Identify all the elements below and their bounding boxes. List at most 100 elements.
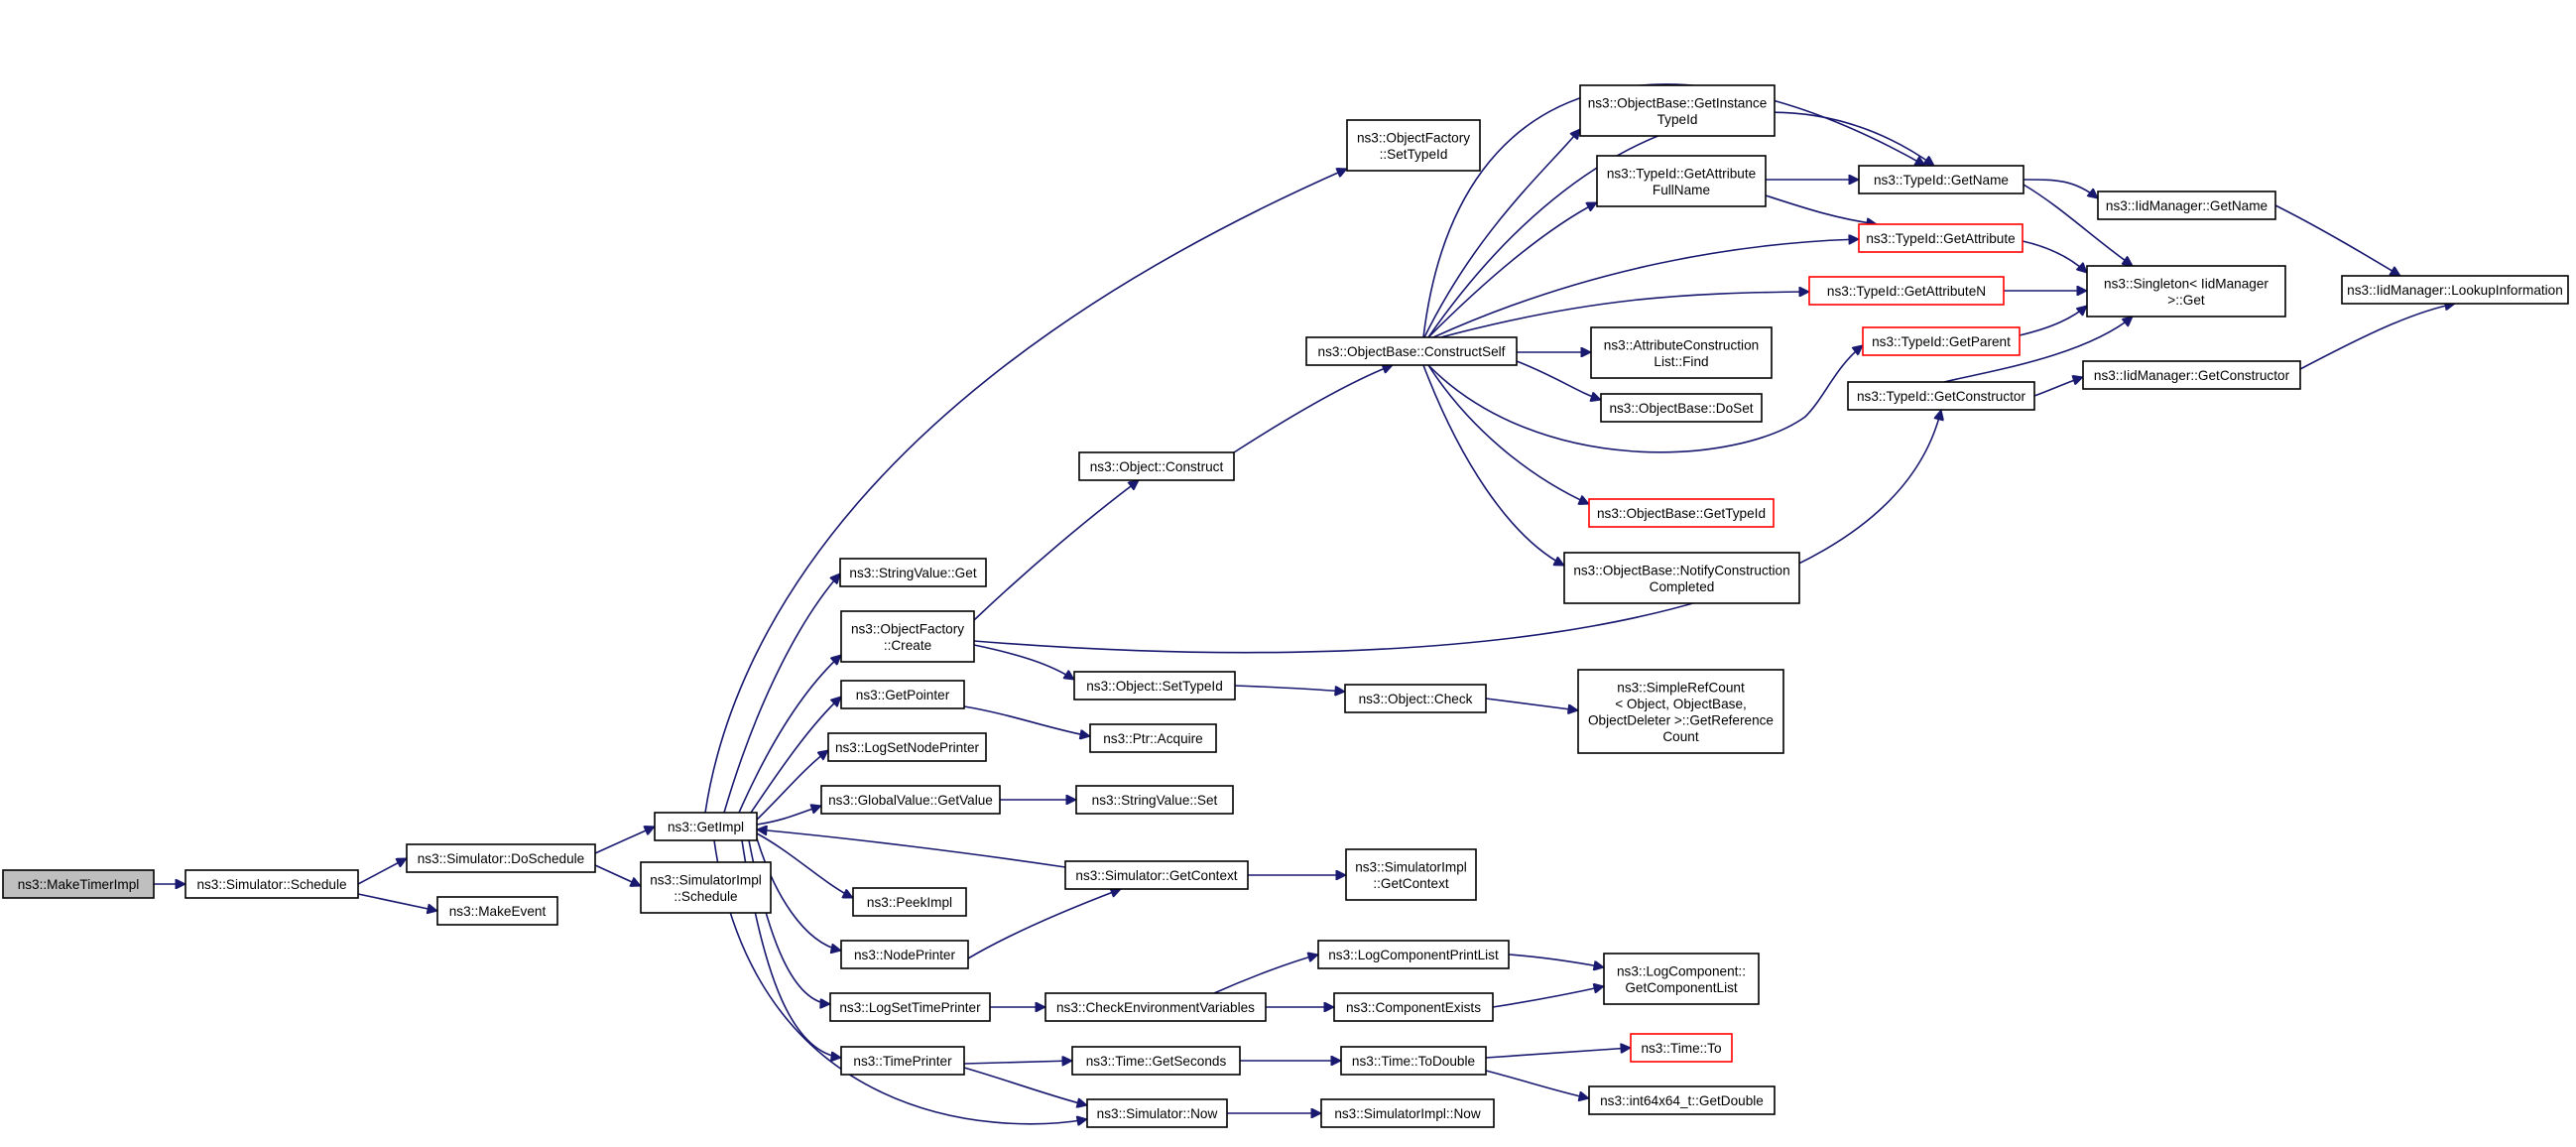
node-ns3-logcomponent-getcomponentlist[interactable]: ns3::LogComponent::GetComponentList — [1603, 953, 1760, 1005]
node-label: ns3::StringValue::Set — [1092, 793, 1218, 808]
node-ns3-objectbase-gettypeid[interactable]: ns3::ObjectBase::GetTypeId — [1588, 498, 1775, 528]
node-ns3-simplerefcount-object-objectbase-objectdeleter-getreferencecount[interactable]: ns3::SimpleRefCount< Object, ObjectBase,… — [1577, 669, 1784, 754]
node-ns3-simulatorimpl-now[interactable]: ns3::SimulatorImpl::Now — [1320, 1098, 1495, 1128]
edge-n8-n45 — [973, 410, 1941, 654]
node-label: ns3::ObjectFactory — [851, 621, 964, 636]
node-ns3-singleton-iidmanager-get[interactable]: ns3::Singleton< IidManager>::Get — [2086, 265, 2286, 318]
edge-n24-n42 — [1432, 239, 1859, 338]
node-ns3-simulator-doschedule[interactable]: ns3::Simulator::DoSchedule — [406, 843, 596, 873]
node-label: ns3::Time::To — [1641, 1041, 1721, 1056]
node-label: ns3::Time::ToDouble — [1352, 1054, 1475, 1069]
node-ns3-object-construct[interactable]: ns3::Object::Construct — [1078, 451, 1235, 481]
node-ns3-makeevent[interactable]: ns3::MakeEvent — [436, 896, 558, 926]
node-label: ns3::SimulatorImpl — [650, 872, 762, 887]
node-box — [2086, 265, 2286, 318]
node-ns3-simulator-schedule[interactable]: ns3::Simulator::Schedule — [184, 869, 359, 899]
node-box — [640, 861, 772, 914]
node-ns3-typeid-getname[interactable]: ns3::TypeId::GetName — [1858, 165, 2024, 194]
node-ns3-getimpl[interactable]: ns3::GetImpl — [654, 812, 758, 841]
node-label: ns3::ComponentExists — [1346, 1000, 1481, 1015]
node-box — [1808, 276, 2005, 306]
node-ns3-simulator-getcontext[interactable]: ns3::Simulator::GetContext — [1064, 860, 1249, 890]
edge-n24-n31 — [1423, 129, 1580, 338]
node-box — [2, 869, 155, 899]
node-box — [1344, 684, 1487, 713]
edge-n27-n38 — [1508, 954, 1604, 967]
node-ns3-stringvalue-set[interactable]: ns3::StringValue::Set — [1075, 785, 1234, 815]
edge-n25-n37 — [1485, 698, 1578, 710]
node-ns3-iidmanager-getconstructor[interactable]: ns3::IidManager::GetConstructor — [2082, 360, 2301, 390]
node-ns3-globalvalue-getvalue[interactable]: ns3::GlobalValue::GetValue — [820, 785, 1001, 815]
node-ns3-object-settypeid[interactable]: ns3::Object::SetTypeId — [1073, 671, 1236, 701]
node-label: ns3::Object::SetTypeId — [1086, 679, 1223, 694]
node-box — [1603, 953, 1760, 1005]
node-ns3-logcomponentprintlist[interactable]: ns3::LogComponentPrintList — [1317, 940, 1510, 969]
node-ns3-time-to[interactable]: ns3::Time::To — [1630, 1033, 1733, 1063]
node-ns3-simulator-now[interactable]: ns3::Simulator::Now — [1086, 1098, 1228, 1128]
node-box — [829, 992, 991, 1022]
node-ns3-iidmanager-lookupinformation[interactable]: ns3::IidManager::LookupInformation — [2341, 275, 2569, 305]
node-ns3-objectbase-doset[interactable]: ns3::ObjectBase::DoSet — [1600, 393, 1763, 423]
node-box — [406, 843, 596, 873]
edge-n1-n3 — [357, 893, 437, 911]
node-ns3-stringvalue-get[interactable]: ns3::StringValue::Get — [839, 558, 987, 587]
node-label: ns3::Object::Check — [1359, 692, 1473, 706]
edge-n15-n23 — [963, 1067, 1087, 1105]
node-box — [2097, 191, 2276, 220]
node-ns3-ptr-acquire[interactable]: ns3::Ptr::Acquire — [1089, 723, 1217, 753]
node-box — [1588, 1085, 1776, 1115]
node-box — [654, 812, 758, 841]
node-ns3-objectbase-notifyconstructioncompleted[interactable]: ns3::ObjectBase::NotifyConstructionCompl… — [1563, 552, 1800, 604]
node-ns3-time-getseconds[interactable]: ns3::Time::GetSeconds — [1071, 1046, 1241, 1076]
edge-n1-n2 — [357, 857, 407, 885]
node-ns3-simulatorimpl-getcontext[interactable]: ns3::SimulatorImpl::GetContext — [1345, 848, 1477, 901]
node-ns3-objectfactory-create[interactable]: ns3::ObjectFactory::Create — [840, 610, 975, 663]
node-box — [1596, 155, 1767, 207]
node-box — [1317, 940, 1510, 969]
node-ns3-iidmanager-getname[interactable]: ns3::IidManager::GetName — [2097, 191, 2276, 220]
node-label: ns3::IidManager::LookupInformation — [2347, 283, 2563, 298]
node-box — [1577, 669, 1784, 754]
edge-n24-n34 — [1516, 360, 1601, 400]
node-ns3-timeprinter[interactable]: ns3::TimePrinter — [840, 1046, 965, 1076]
node-label: Completed — [1650, 579, 1715, 594]
node-ns3-object-check[interactable]: ns3::Object::Check — [1344, 684, 1487, 713]
node-label: ns3::CheckEnvironmentVariables — [1056, 1000, 1255, 1015]
node-ns3-simulatorimpl-schedule[interactable]: ns3::SimulatorImpl::Schedule — [640, 861, 772, 914]
node-ns3-peekimpl[interactable]: ns3::PeekImpl — [852, 887, 967, 917]
node-box — [2082, 360, 2301, 390]
node-label: ns3::StringValue::Get — [849, 566, 976, 580]
node-box — [1078, 451, 1235, 481]
edge-n47-n49 — [2274, 204, 2400, 277]
node-ns3-typeid-getattribute[interactable]: ns3::TypeId::GetAttribute — [1858, 223, 2024, 253]
node-ns3-componentexists[interactable]: ns3::ComponentExists — [1333, 992, 1494, 1022]
node-ns3-typeid-getattributen[interactable]: ns3::TypeId::GetAttributeN — [1808, 276, 2005, 306]
edge-n28-n38 — [1492, 986, 1604, 1008]
node-box — [1305, 336, 1518, 366]
node-ns3-getpointer[interactable]: ns3::GetPointer — [840, 680, 965, 709]
node-box — [827, 732, 987, 762]
node-box — [1089, 723, 1217, 753]
node-ns3-time-todouble[interactable]: ns3::Time::ToDouble — [1340, 1046, 1487, 1076]
node-label: ns3::NodePrinter — [854, 948, 955, 962]
edge-n41-n46 — [2023, 184, 2133, 267]
node-ns3-typeid-getconstructor[interactable]: ns3::TypeId::GetConstructor — [1847, 381, 2035, 411]
node-ns3-checkenvironmentvariables[interactable]: ns3::CheckEnvironmentVariables — [1044, 992, 1267, 1022]
node-label: ObjectDeleter >::GetReference — [1588, 712, 1774, 727]
node-ns3-logsetnodeprinter[interactable]: ns3::LogSetNodePrinter — [827, 732, 987, 762]
node-ns3-typeid-getparent[interactable]: ns3::TypeId::GetParent — [1862, 326, 2021, 356]
node-ns3-logsettimeprinter[interactable]: ns3::LogSetTimePrinter — [829, 992, 991, 1022]
node-ns3-maketimerimpl[interactable]: ns3::MakeTimerImpl — [2, 869, 155, 899]
node-ns3-int64x64-t-getdouble[interactable]: ns3::int64x64_t::GetDouble — [1588, 1085, 1776, 1115]
node-label: ns3::TimePrinter — [853, 1054, 952, 1069]
node-ns3-objectbase-constructself[interactable]: ns3::ObjectBase::ConstructSelf — [1305, 336, 1518, 366]
node-label: ns3::ObjectBase::GetInstance — [1588, 95, 1768, 110]
edge-n9-n18 — [963, 705, 1090, 736]
node-ns3-nodeprinter[interactable]: ns3::NodePrinter — [840, 940, 969, 969]
node-ns3-objectfactory-settypeid[interactable]: ns3::ObjectFactory::SetTypeId — [1346, 119, 1481, 172]
node-label: ns3::GetPointer — [856, 688, 950, 702]
edge-n45-n46 — [1943, 317, 2133, 383]
